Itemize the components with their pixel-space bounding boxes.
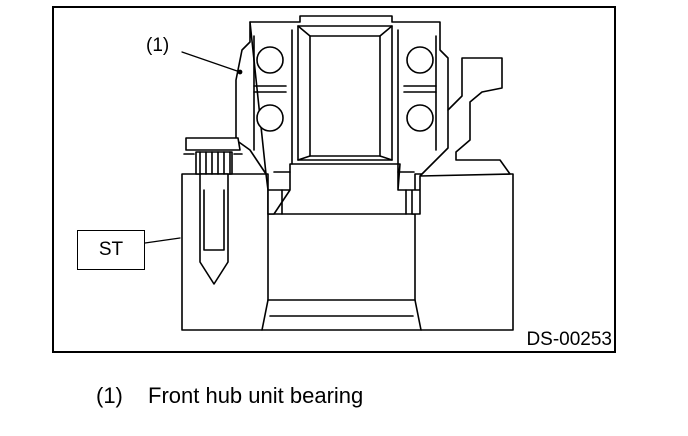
- ball-top-left: [256, 46, 284, 74]
- hub-housing: [235, 21, 511, 215]
- support-base: [181, 173, 514, 331]
- retainer-right: [403, 85, 437, 93]
- caption-number: (1): [96, 383, 123, 408]
- hub-bolt: [185, 137, 241, 285]
- top-flange: [249, 15, 449, 111]
- tool-leader: [144, 237, 181, 244]
- left-race: [253, 29, 293, 165]
- hub-bore-chamfer: [297, 25, 393, 161]
- callout-dot: [237, 69, 243, 75]
- ball-bottom-right: [406, 104, 434, 132]
- bolt-thread: [203, 189, 225, 251]
- tool-label: ST: [98, 239, 124, 260]
- callout-leader: [181, 51, 241, 73]
- base-recess: [267, 213, 416, 301]
- callout-number: (1): [146, 35, 170, 56]
- figure-code: DS-00253: [526, 329, 612, 350]
- hub-bore: [297, 25, 393, 161]
- caption-text: Front hub unit bearing: [148, 383, 364, 408]
- ball-top-right: [406, 46, 434, 74]
- bolt-knurl-lines: [199, 151, 231, 175]
- base-step: [273, 171, 415, 215]
- right-race: [397, 29, 437, 165]
- bolt-knurl: [195, 151, 233, 175]
- retainer-left: [253, 85, 287, 93]
- caption: (1) Front hub unit bearing: [96, 385, 363, 407]
- bolt-head: [185, 137, 241, 151]
- tool-label-box: ST: [77, 230, 145, 270]
- base-recess-chamfer: [261, 299, 422, 331]
- ball-bottom-left: [256, 104, 284, 132]
